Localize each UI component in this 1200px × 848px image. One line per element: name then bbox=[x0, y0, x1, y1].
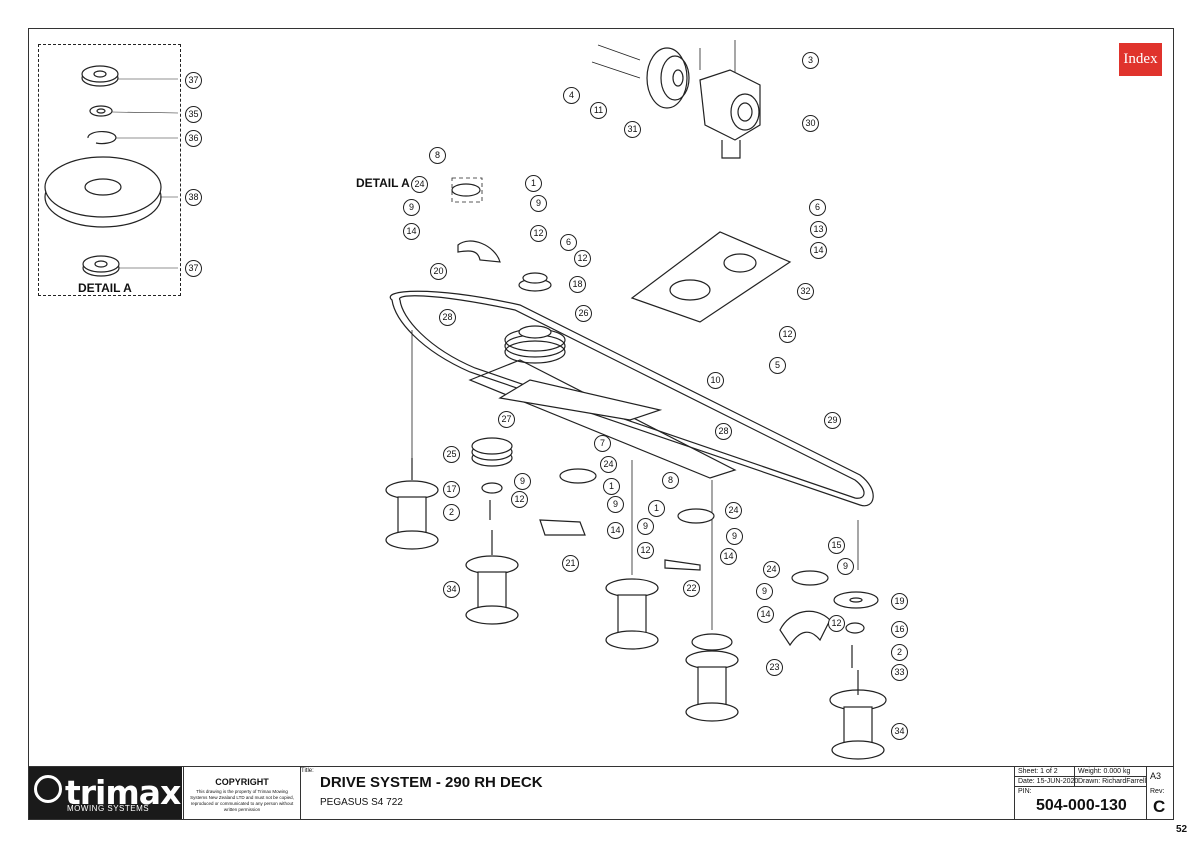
callout: 27 bbox=[498, 411, 515, 428]
logo-word: trimax bbox=[65, 773, 181, 812]
callout: 19 bbox=[891, 593, 908, 610]
callout: 6 bbox=[560, 234, 577, 251]
callout: 3 bbox=[802, 52, 819, 69]
callout: 9 bbox=[837, 558, 854, 575]
part-number: 504-000-130 bbox=[1036, 797, 1127, 814]
page-number: 52 bbox=[1176, 824, 1188, 835]
callout: 9 bbox=[514, 473, 531, 490]
drawing-frame bbox=[28, 28, 1174, 820]
callout: 24 bbox=[411, 176, 428, 193]
title-caption: Title: bbox=[301, 768, 314, 774]
sheet-cell: Sheet: 1 of 2 bbox=[1015, 767, 1075, 777]
callout: 18 bbox=[569, 276, 586, 293]
detail-a-label: DETAIL A bbox=[78, 281, 132, 295]
weight-cell: Weight: 0.000 kg bbox=[1075, 767, 1147, 777]
copyright-cell: COPYRIGHT This drawing is the property o… bbox=[183, 767, 301, 819]
callout: 29 bbox=[824, 412, 841, 429]
callout: 14 bbox=[720, 548, 737, 565]
callout: 38 bbox=[185, 189, 202, 206]
sheet-size: A3 bbox=[1150, 771, 1162, 781]
callout: 34 bbox=[891, 723, 908, 740]
detail-a-marker: DETAIL A bbox=[356, 176, 410, 190]
callout: 16 bbox=[891, 621, 908, 638]
callout: 12 bbox=[779, 326, 796, 343]
callout: 1 bbox=[603, 478, 620, 495]
title-block-info: Sheet: 1 of 2 Weight: 0.000 kg Date: 15-… bbox=[1014, 767, 1175, 820]
callout: 9 bbox=[756, 583, 773, 600]
spindle-assembly-left bbox=[385, 330, 439, 550]
callout: 12 bbox=[511, 491, 528, 508]
callout: 24 bbox=[763, 561, 780, 578]
rev-cell: Rev: bbox=[1150, 788, 1165, 795]
callout: 14 bbox=[757, 606, 774, 623]
title-block bbox=[28, 766, 1174, 821]
callout: 1 bbox=[648, 500, 665, 517]
trimax-logo-icon bbox=[34, 775, 62, 803]
drawing-subtitle: PEGASUS S4 722 bbox=[320, 797, 403, 808]
index-button[interactable]: Index bbox=[1119, 43, 1162, 76]
drawing-title: DRIVE SYSTEM - 290 RH DECK bbox=[320, 774, 543, 791]
callout: 7 bbox=[594, 435, 611, 452]
callout: 9 bbox=[403, 199, 420, 216]
callout: 20 bbox=[430, 263, 447, 280]
callout: 12 bbox=[828, 615, 845, 632]
detail-a-parts bbox=[44, 65, 162, 277]
callout: 14 bbox=[810, 242, 827, 259]
callout: 24 bbox=[725, 502, 742, 519]
callout: 26 bbox=[575, 305, 592, 322]
callout: 1 bbox=[525, 175, 542, 192]
callout: 21 bbox=[562, 555, 579, 572]
callout: 31 bbox=[624, 121, 641, 138]
callout: 32 bbox=[797, 283, 814, 300]
callout: 35 bbox=[185, 106, 202, 123]
callout: 9 bbox=[726, 528, 743, 545]
callout: 12 bbox=[574, 250, 591, 267]
callout: 9 bbox=[637, 518, 654, 535]
callout: 37 bbox=[185, 260, 202, 277]
callout: 4 bbox=[563, 87, 580, 104]
date-cell: Date: 15-JUN-2020 bbox=[1015, 777, 1078, 787]
callout: 2 bbox=[443, 504, 460, 521]
callout: 12 bbox=[637, 542, 654, 559]
callout: 22 bbox=[683, 580, 700, 597]
callout: 13 bbox=[810, 221, 827, 238]
callout: 6 bbox=[809, 199, 826, 216]
callout: 17 bbox=[443, 481, 460, 498]
callout: 14 bbox=[403, 223, 420, 240]
bracket-32 bbox=[630, 231, 792, 323]
callout: 8 bbox=[662, 472, 679, 489]
callout: 9 bbox=[530, 195, 547, 212]
callout: 14 bbox=[607, 522, 624, 539]
callout: 36 bbox=[185, 130, 202, 147]
callout: 23 bbox=[766, 659, 783, 676]
callout: 5 bbox=[769, 357, 786, 374]
callout: 15 bbox=[828, 537, 845, 554]
gearbox-assembly bbox=[646, 47, 761, 159]
callout: 28 bbox=[715, 423, 732, 440]
callout: 10 bbox=[707, 372, 724, 389]
copyright-heading: COPYRIGHT bbox=[215, 777, 269, 787]
pin-cell: PIN: bbox=[1015, 787, 1147, 820]
logo-subtitle: MOWING SYSTEMS bbox=[67, 804, 150, 813]
callout: 12 bbox=[530, 225, 547, 242]
callout: 37 bbox=[185, 72, 202, 89]
callout: 28 bbox=[439, 309, 456, 326]
callout: 24 bbox=[600, 456, 617, 473]
copyright-text: This drawing is the property of Trimax M… bbox=[190, 789, 294, 812]
detail-a-box bbox=[38, 44, 181, 296]
callout: 11 bbox=[590, 102, 607, 119]
trimax-logo: trimax MOWING SYSTEMS bbox=[29, 767, 182, 819]
callout: 2 bbox=[891, 644, 908, 661]
belt-system bbox=[389, 290, 874, 507]
callout: 9 bbox=[607, 496, 624, 513]
callout: 25 bbox=[443, 446, 460, 463]
callout: 33 bbox=[891, 664, 908, 681]
callout: 34 bbox=[443, 581, 460, 598]
callout: 30 bbox=[802, 115, 819, 132]
callout: 8 bbox=[429, 147, 446, 164]
revision: C bbox=[1153, 797, 1166, 816]
drawn-cell: Drawn: RichardFarrell bbox=[1075, 777, 1147, 787]
